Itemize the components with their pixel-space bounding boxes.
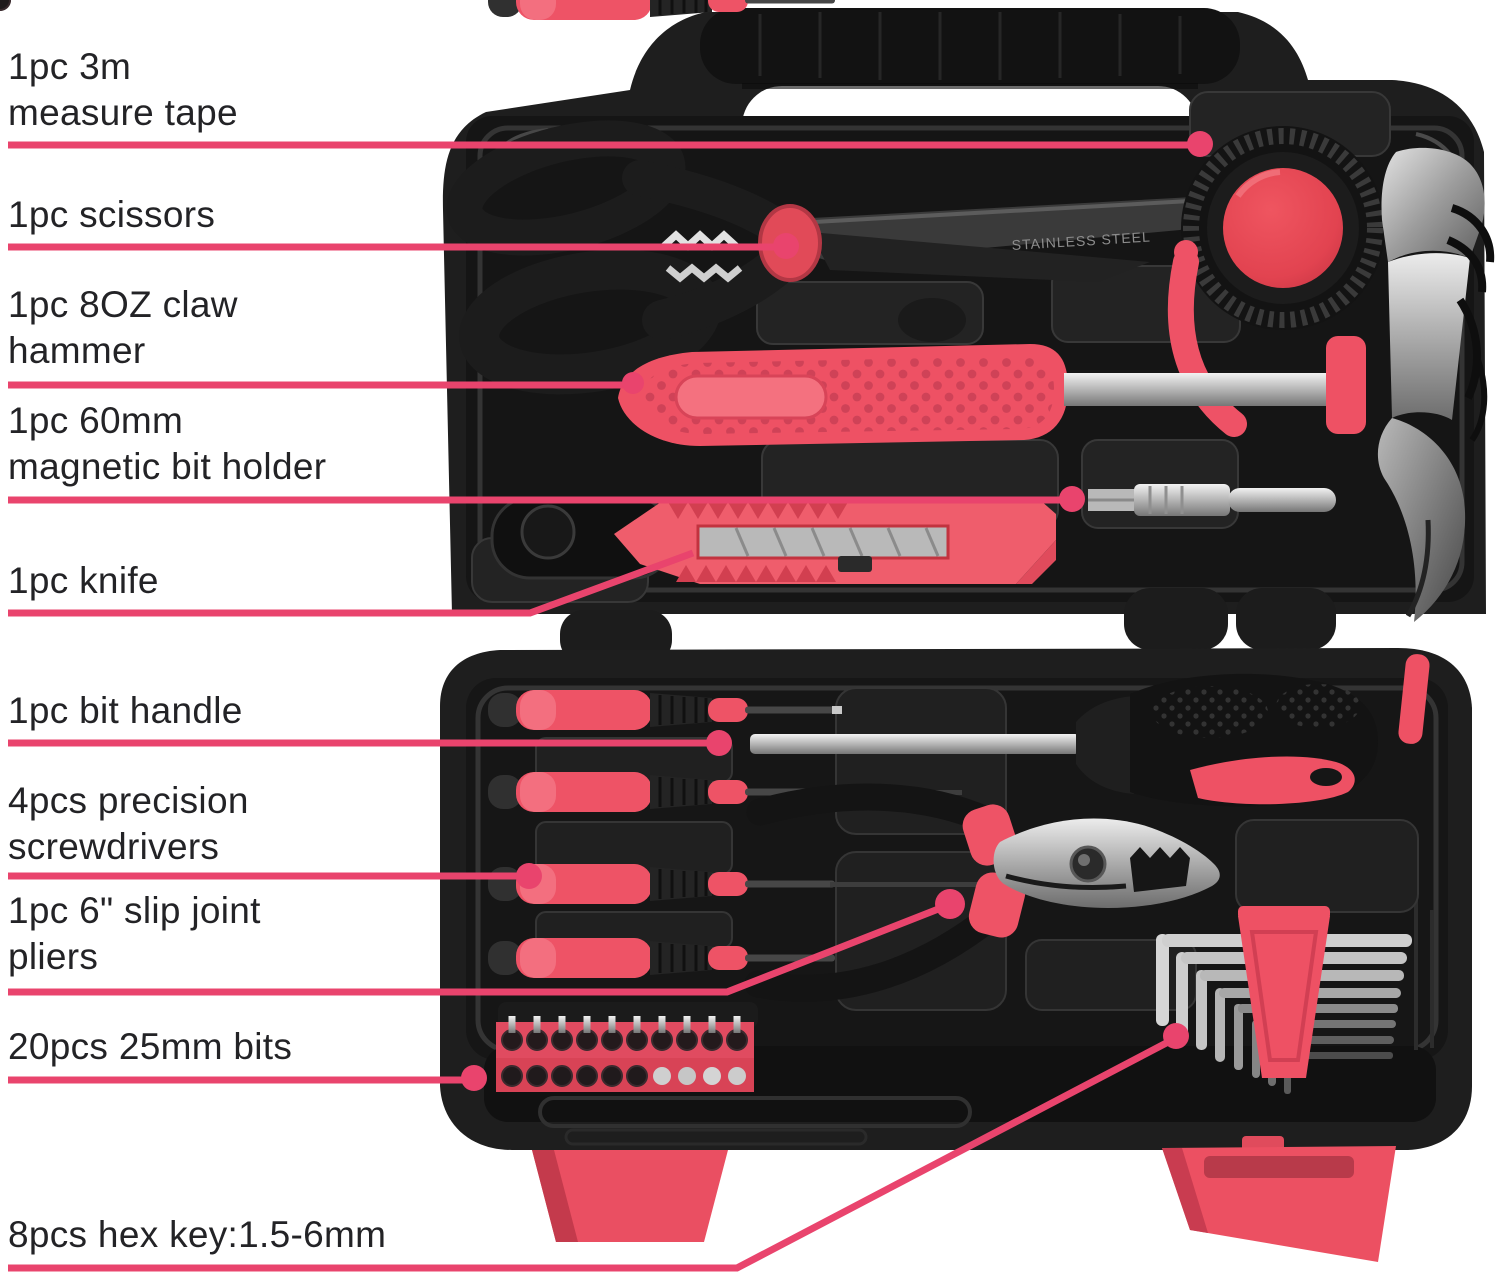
knife-slider	[838, 556, 872, 572]
hex-key-holder-clip	[1238, 916, 1330, 1078]
label-hex-keys: 8pcs hex key:1.5-6mm	[8, 1214, 387, 1255]
label-bit-handle: 1pc bit handle	[8, 690, 243, 731]
leader-knife	[8, 549, 695, 617]
claw-hammer	[618, 147, 1495, 622]
hammer-cord	[1446, 204, 1495, 442]
label-knife: 1pc knife	[8, 560, 159, 601]
case-handle	[700, 8, 1240, 84]
case-foot-left	[532, 1150, 728, 1242]
bit-handle-pink-grip	[1190, 756, 1355, 805]
hex-keys	[1156, 906, 1412, 1094]
label-scissors: 1pc scissors	[8, 194, 216, 235]
case-feet	[532, 1136, 1396, 1262]
label-slip-joint-pliers: 1pc 6" slip joint pliers	[8, 890, 261, 977]
pliers-handle-lower	[744, 902, 1006, 1002]
measure-tape	[1167, 126, 1385, 437]
pliers-handle-upper	[746, 783, 1000, 834]
label-precision-screwdrivers: 4pcs precision screwdrivers	[8, 780, 249, 867]
utility-knife	[614, 500, 1056, 584]
hammer-shaft	[1064, 373, 1336, 406]
scissors: STAINLESS STEEL	[446, 120, 1258, 395]
leader-pliers	[8, 902, 948, 996]
label-claw-hammer: 1pc 8OZ claw hammer	[8, 284, 238, 371]
bit-handle	[750, 654, 1430, 807]
label-magnetic-bit-holder: 1pc 60mm magnetic bit holder	[8, 400, 327, 487]
hammer-head	[1381, 147, 1485, 262]
scissors-gripper-teeth	[661, 230, 739, 251]
measure-tape-clip	[1167, 249, 1247, 437]
hammer-claw	[1377, 418, 1466, 622]
leader-hex-keys	[8, 1036, 1174, 1272]
leader-dots	[461, 131, 1213, 1091]
measure-tape-red-face	[1223, 168, 1343, 288]
label-bits: 20pcs 25mm bits	[8, 1026, 293, 1067]
pliers-teeth	[1130, 847, 1190, 892]
bits-set	[0, 0, 758, 1092]
leader-lines	[8, 141, 1196, 1272]
bit-handle-shaft	[750, 734, 1080, 754]
label-measure-tape: 1pc 3m measure tape	[8, 46, 238, 133]
magnetic-bit-holder	[1088, 484, 1336, 516]
slip-joint-pliers	[744, 783, 1220, 1002]
